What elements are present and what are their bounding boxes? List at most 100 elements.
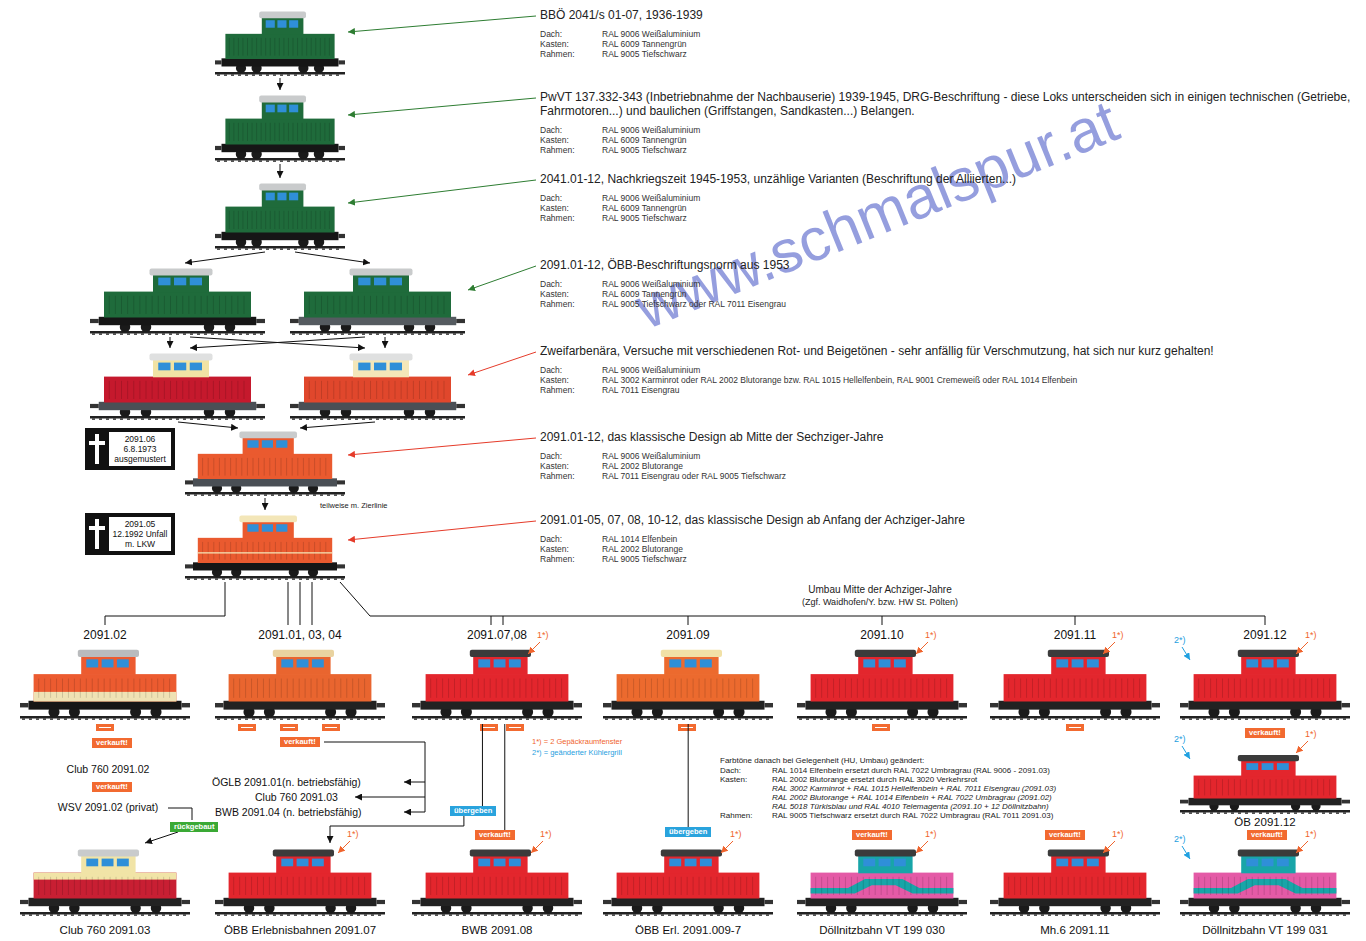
illustration-part [508,877,509,895]
illustration-part [1273,718,1276,720]
illustration-part [317,679,318,698]
illustration-part [664,856,718,874]
note-text: Kasten: [720,775,747,784]
illustration-part [297,458,298,476]
illustration-part [313,578,316,580]
illustration-part [215,146,222,150]
illustration-part [311,679,312,698]
illustration-part [411,333,414,335]
illustration-part [102,859,114,867]
illustration-part [688,616,689,625]
illustration-part [238,914,241,916]
illustration-part [301,160,304,162]
illustration-part [270,123,271,141]
illustration-part [717,718,720,720]
illustration-part [1322,914,1325,916]
spec-value: RAL 2002 Blutorange [602,461,786,471]
illustration-part [568,718,571,720]
illustration-part [348,438,536,455]
locomotive-illustration [1180,850,1350,917]
spec-table: Dach:RAL 9006 WeißaluminiumKasten:RAL 30… [540,365,1355,395]
spec-value: RAL 7011 Eisengrau [602,385,1077,395]
illustration-part [320,494,323,496]
illustration-part [306,494,309,496]
illustration-part [78,650,139,657]
illustration-part [661,718,664,720]
illustration-part [288,211,289,229]
illustration-part [1210,779,1211,795]
illustration-part [252,160,255,162]
illustration-part [304,377,451,403]
illustration-part [1038,877,1039,895]
illustration-part [1315,812,1318,814]
illustration-part [1014,679,1015,698]
illustration-part [959,703,968,707]
illustration-part [453,418,456,420]
illustration-part [1121,877,1122,895]
illustration-part [430,679,431,698]
illustration-part [1241,856,1295,874]
illustration-part [1238,850,1299,857]
illustration-part [1343,812,1346,814]
illustration-part [509,727,521,728]
illustration-part [1287,679,1288,698]
status-badge: verkauft! [852,830,892,840]
illustration-part [350,718,353,720]
illustration-part [236,542,237,560]
illustration-part [115,381,116,399]
illustration-part [710,718,713,720]
illustration-part [1222,679,1223,698]
illustration-part [329,914,332,916]
illustration-part [509,659,521,667]
illustration-part [426,873,569,899]
illustration-part [157,877,158,895]
illustration-part [890,718,893,720]
illustration-part [703,914,706,916]
illustration-part [863,877,864,895]
illustration-part [213,458,214,476]
illustration-part [554,914,557,916]
illustration-part [215,494,218,496]
illustration-part [362,418,365,420]
illustration-part [92,914,95,916]
illustration-part [681,877,682,895]
spec-label: Dach: [540,534,602,544]
illustration-part [561,914,564,916]
illustration-part [1238,718,1241,720]
illustration-part [152,381,153,399]
illustration-part [238,38,239,56]
illustration-part [275,458,276,476]
illustration-part [288,38,289,56]
illustration-part [1252,877,1253,895]
spec-label: Rahmen: [540,471,602,481]
illustration-part [50,914,53,916]
illustration-part [869,718,872,720]
illustration-part [1287,877,1288,895]
illustration-part [934,679,935,698]
illustration-part [273,160,276,162]
illustration-part [1189,701,1342,710]
illustration-part [266,193,275,201]
illustration-part [939,718,942,720]
illustration-part [716,877,717,895]
illustration-part [281,877,282,895]
illustration-part [435,914,438,916]
illustration-part [687,679,688,698]
illustration-part [738,718,741,720]
illustration-part [1152,703,1161,707]
illustration-part [320,578,323,580]
illustration-part [561,679,562,698]
illustration-part [43,914,46,916]
illustration-part [151,877,152,895]
illustration-part [127,418,130,420]
illustration-part [286,542,287,560]
illustration-part [229,123,230,141]
illustration-part [603,703,612,707]
illustration-part [260,418,263,420]
illustration-part [327,578,330,580]
illustration-part [1182,846,1190,859]
spec-label: Dach: [540,451,602,461]
illustration-part [243,578,246,580]
illustration-part [605,718,608,720]
illustration-part [201,296,202,314]
